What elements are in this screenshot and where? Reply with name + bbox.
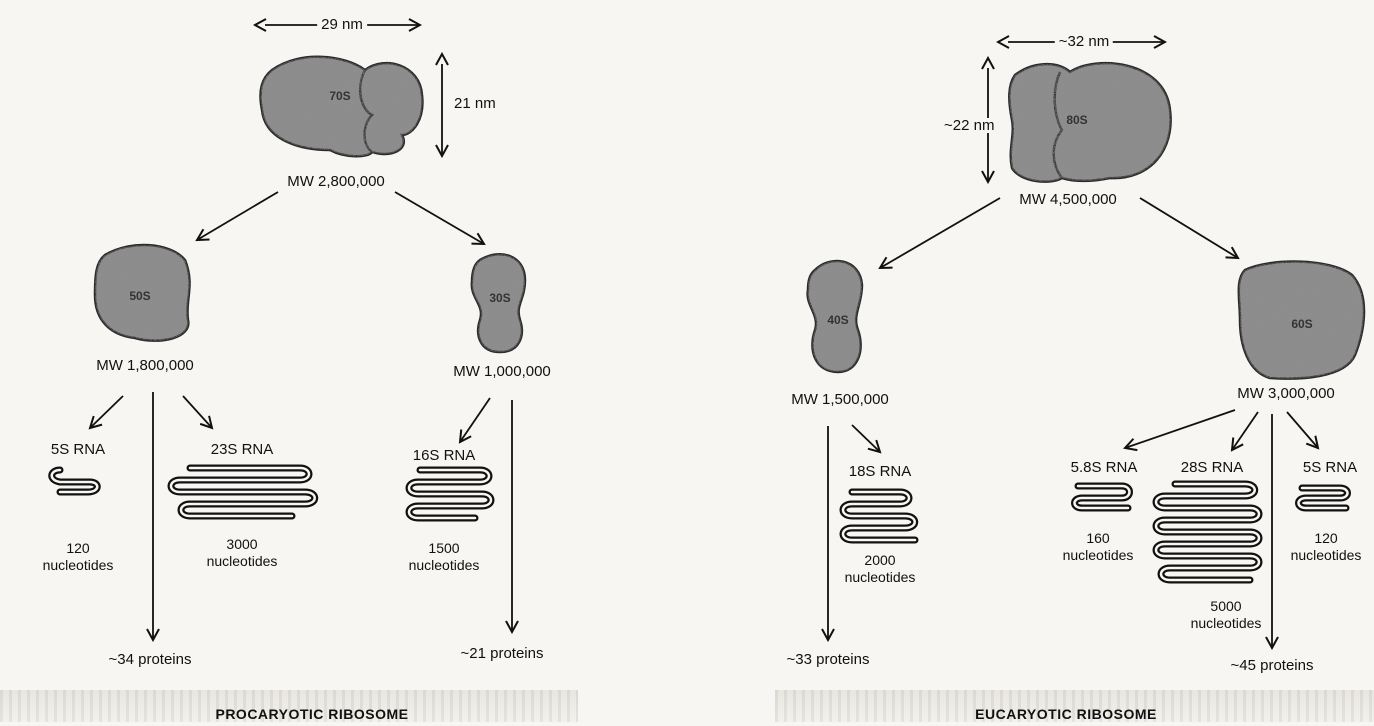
ribosome-80s-mw: MW 4,500,000 [1019,192,1117,207]
eucaryotic-title: EUCARYOTIC RIBOSOME [975,706,1157,722]
subunit-30s-label: 30S [489,292,510,304]
rna-5s-label: 5S RNA [1303,460,1357,475]
arrow-to-18s-rna [852,425,880,452]
width-dimension-label: 29 nm [317,17,367,32]
subunit-40s-label: 40S [827,314,848,326]
arrow-to-58s-rna [1125,410,1235,448]
arrow-to-60s [1140,198,1238,258]
rna-18s-label: 18S RNA [849,464,912,479]
arrow-to-5s-rna [90,396,123,428]
rna-28s-label: 28S RNA [1181,460,1244,475]
arrow-to-30s [395,192,484,244]
subunit-50s-label: 50S [129,290,150,302]
arrow-to-23s-rna [183,396,212,428]
proteins-45-label: ~45 proteins [1231,658,1314,673]
proteins-21-label: ~21 proteins [461,646,544,661]
arrow-to-16s-rna [460,398,490,442]
arrow-to-5s-rna [1287,412,1318,448]
ribosome-80s-label: 80S [1066,114,1087,126]
rna-58s-label: 5.8S RNA [1071,460,1138,475]
rna-23s-label: 23S RNA [211,442,274,457]
subunit-60s-label: 60S [1291,318,1312,330]
height-dimension-label: ~22 nm [942,118,996,133]
arrow-to-28s-rna [1232,412,1258,450]
arrow-to-50s [197,192,278,240]
proteins-34-label: ~34 proteins [109,652,192,667]
subunit-60s-mw: MW 3,000,000 [1237,386,1335,401]
ribosome-70s-mw: MW 2,800,000 [287,174,385,189]
subunit-40s-mw: MW 1,500,000 [791,392,889,407]
arrow-to-40s [880,198,1000,268]
subunit-50s-mw: MW 1,800,000 [96,358,194,373]
proteins-33-label: ~33 proteins [787,652,870,667]
rna-5s-label: 5S RNA [51,442,105,457]
width-dimension-label: ~32 nm [1055,34,1113,49]
rna-16s-label: 16S RNA [413,448,476,463]
procaryotic-title: PROCARYOTIC RIBOSOME [215,706,408,722]
height-dimension-label: 21 nm [452,96,498,111]
subunit-30s-mw: MW 1,000,000 [453,364,551,379]
ribosome-70s-label: 70S [329,90,350,102]
